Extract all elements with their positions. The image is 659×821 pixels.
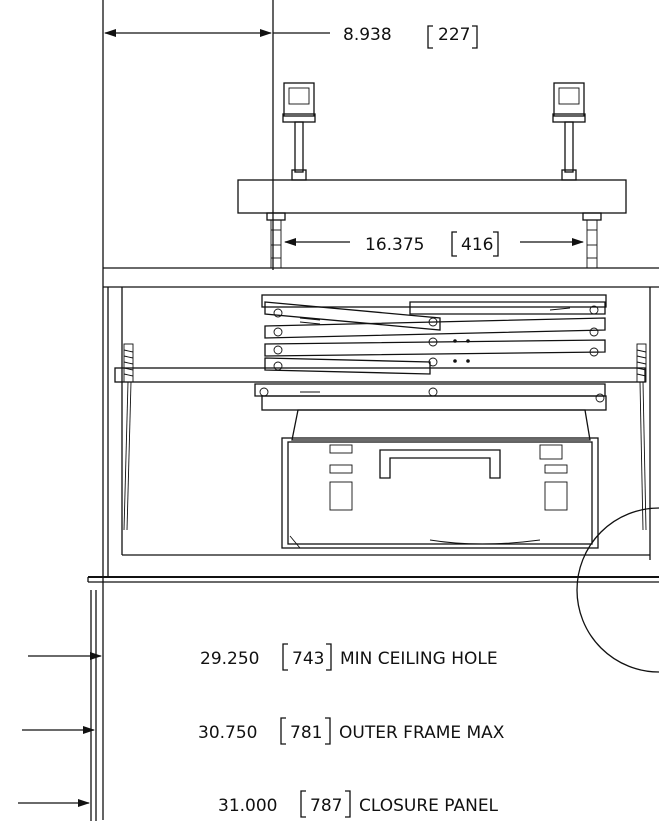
swing-arc <box>576 507 659 673</box>
dim-hole-value: 29.250 <box>200 649 259 669</box>
threaded-rods <box>266 212 602 268</box>
ceiling-mount-right <box>552 82 586 181</box>
spring-left <box>123 343 134 531</box>
dim-hole-label: MIN CEILING HOLE <box>340 649 498 669</box>
dim-bolt-value: 16.375 <box>365 235 424 255</box>
dim-closure-label: CLOSURE PANEL <box>359 796 499 816</box>
ceiling-mount-left <box>282 82 316 181</box>
dim-frame-label: OUTER FRAME MAX <box>339 723 505 743</box>
projector-body <box>281 409 599 549</box>
dim-top-value: 8.938 <box>343 25 392 45</box>
dimension-bolt-spacing: 16.375 416 <box>284 231 584 257</box>
dim-top-metric: 227 <box>438 25 470 45</box>
dimension-ceiling-hole: 29.250 743 MIN CEILING HOLE <box>28 643 498 671</box>
scissor-lift <box>114 294 646 411</box>
dim-frame-value: 30.750 <box>198 723 257 743</box>
dimension-closure-panel: 31.000 787 CLOSURE PANEL <box>18 790 499 818</box>
dimension-outer-frame: 30.750 781 OUTER FRAME MAX <box>22 717 505 745</box>
dim-bolt-metric: 416 <box>461 235 493 255</box>
dim-hole-metric: 743 <box>292 649 324 669</box>
dim-closure-metric: 787 <box>310 796 342 816</box>
dimension-top-offset: 8.938 227 <box>102 0 478 820</box>
upper-mounting-plate <box>237 179 627 214</box>
closure-panel <box>87 576 659 583</box>
dim-frame-metric: 781 <box>290 723 322 743</box>
dim-closure-value: 31.000 <box>218 796 277 816</box>
